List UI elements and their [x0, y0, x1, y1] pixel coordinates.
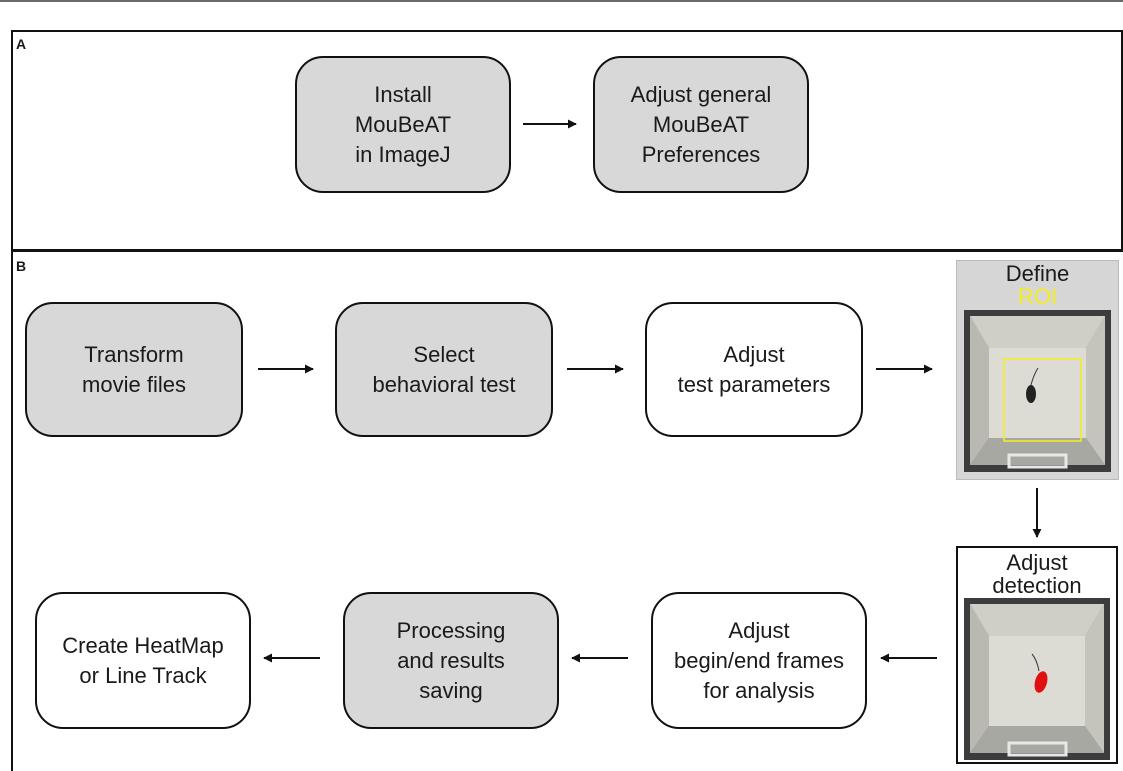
- step-adjust-begin-end-frames: Adjust begin/end frames for analysis: [651, 592, 867, 729]
- arena-image-detection: [964, 598, 1110, 760]
- panel-a-label: A: [16, 36, 27, 52]
- adjust-detection-title-line1: Adjust: [1006, 550, 1068, 575]
- panel-b: [11, 249, 1123, 771]
- define-roi-panel: Define ROI: [956, 260, 1119, 480]
- step-adjust-preferences: Adjust general MouBeAT Preferences: [593, 56, 809, 193]
- roi-label: ROI: [1017, 284, 1058, 309]
- define-roi-title: Define: [1005, 261, 1070, 286]
- detected-mouse: [1034, 671, 1048, 693]
- step-install-moubeat: Install MouBeAT in ImageJ: [295, 56, 511, 193]
- panel-a: [11, 30, 1123, 249]
- adjust-detection-title-line2: detection: [992, 573, 1082, 598]
- step-transform-movie-files: Transform movie files: [25, 302, 243, 437]
- step-adjust-test-parameters: Adjust test parameters: [645, 302, 863, 437]
- top-rule: [0, 0, 1123, 2]
- adjust-detection-panel: Adjust detection: [956, 546, 1118, 764]
- panel-b-label: B: [16, 258, 27, 274]
- step-processing-results-saving: Processing and results saving: [343, 592, 559, 729]
- step-select-behavioral-test: Select behavioral test: [335, 302, 553, 437]
- arena-image-roi: [964, 310, 1111, 472]
- step-create-heatmap: Create HeatMap or Line Track: [35, 592, 251, 729]
